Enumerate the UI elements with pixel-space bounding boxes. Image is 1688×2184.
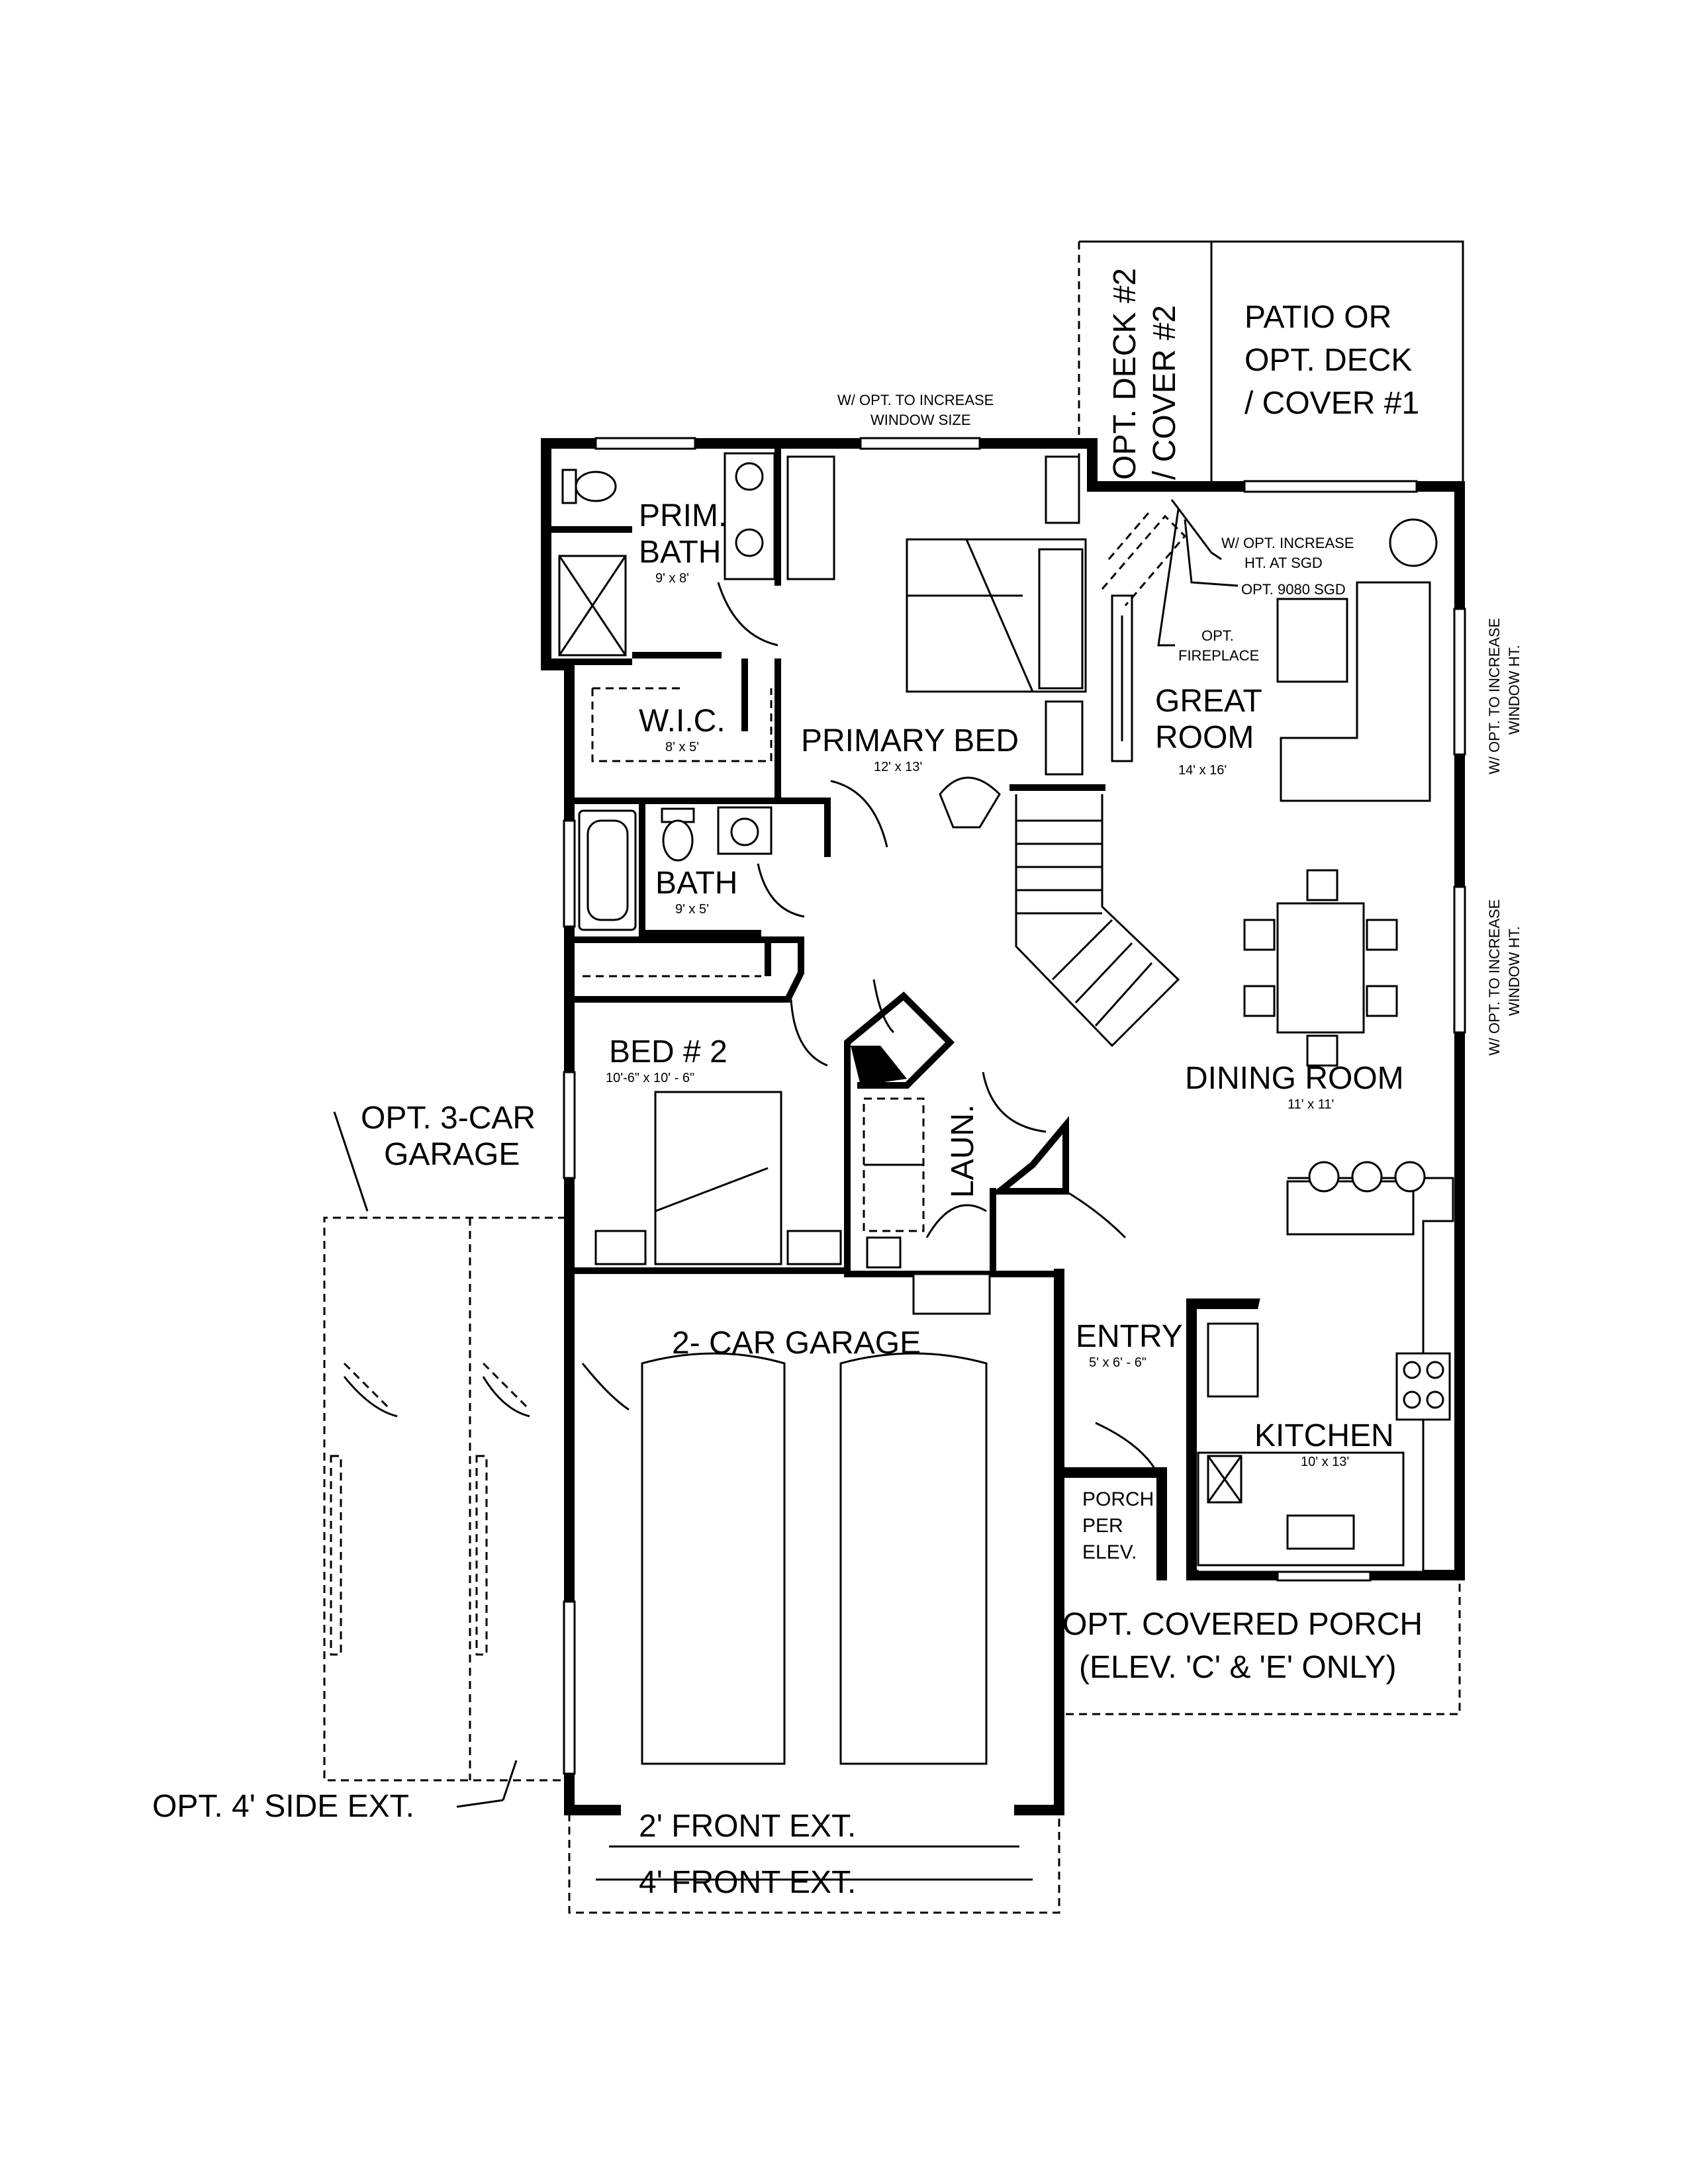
range-icon [1395,1352,1451,1421]
opt-deck2-label-1: OPT. DECK #2 [1107,268,1143,480]
sgd-height-note-1: W/ OPT. INCREASE [1221,535,1354,551]
sink-icon [735,528,764,557]
fireplace-icon [1101,512,1187,606]
front-ext-4-label: 4' FRONT EXT. [639,1865,856,1900]
leader-lines [333,499,1239,1808]
washer-dryer-icon [863,1097,925,1269]
garage-parking [641,1273,991,1765]
entry-label: ENTRY [1076,1319,1183,1354]
kitchen-size: 10' x 13' [1301,1455,1349,1469]
bathtub-icon [578,809,637,931]
fireplace-note-1: OPT. [1201,627,1234,644]
bed2-label: BED # 2 [609,1034,727,1069]
window-size-note-1: W/ OPT. TO INCREASE [837,392,994,408]
great-room-furniture [1111,518,1438,802]
front-ext-2-label: 2' FRONT EXT. [639,1809,856,1844]
wic-closet [591,659,773,762]
great-room-size: 14' x 16' [1178,763,1227,778]
wic-size: 8' x 5' [665,740,699,754]
garage-label: 2- CAR GARAGE [672,1326,921,1361]
bed2-furniture [594,1091,842,1265]
window-ht-note-2b: WINDOW HT. [1506,926,1523,1016]
opt-3car-label-1: OPT. 3-CAR [361,1101,536,1136]
covered-porch-label-2: (ELEV. 'C' & 'E' ONLY) [1079,1650,1396,1685]
bed2-size: 10'-6" x 10' - 6" [606,1071,694,1085]
window-ht-note-2a: W/ OPT. TO INCREASE [1486,899,1503,1056]
sink-icon [735,462,764,491]
window-ht-note-1b: WINDOW HT. [1506,645,1523,735]
laundry-wall-mass [851,1046,907,1085]
patio-label-3: / COVER #1 [1244,386,1419,421]
sgd-note: OPT. 9080 SGD [1241,581,1346,598]
dining-table [1243,869,1398,1067]
sgd-height-note-2: HT. AT SGD [1244,555,1323,571]
great-room-label-2: ROOM [1155,720,1254,755]
bath-label: BATH [655,866,737,901]
porch-label-3: ELEV. [1082,1541,1137,1563]
prim-bath-size: 9' x 8' [655,571,689,586]
kitchen-cabinets [1197,1161,1454,1573]
door-swing-icon [581,582,1156,1470]
fireplace-note-2: FIREPLACE [1178,647,1259,664]
porch-label-1: PORCH [1082,1488,1154,1510]
opt-deck2-label-2: / COVER #2 [1147,305,1182,480]
dining-room-label: DINING ROOM [1185,1061,1404,1096]
window-size-note-2: WINDOW SIZE [870,412,971,428]
window-ht-note-1a: W/ OPT. TO INCREASE [1486,618,1503,774]
opt-covered-porch [1058,1575,1461,1715]
prim-bath-fixtures [558,452,835,657]
stair-icon [1015,794,1180,1048]
dining-room-size: 11' x 11' [1288,1097,1334,1112]
side-ext-label: OPT. 4' SIDE EXT. [152,1789,414,1824]
opt-3-car-garage [323,1216,566,1782]
covered-porch-label-1: OPT. COVERED PORCH [1062,1607,1423,1642]
toilet-icon [561,469,617,504]
sink-icon [730,817,759,846]
entry-size: 5' x 6' - 6" [1089,1355,1147,1370]
wic-label: W.I.C. [639,704,726,739]
prim-bath-label-2: BATH [639,535,721,570]
primary-bed-furniture [906,455,1087,829]
porch-label-2: PER [1082,1515,1123,1537]
opt-deck-2-outline [1078,240,1213,486]
patio-label-1: PATIO OR [1244,300,1391,335]
primary-bed-size: 12' x 13' [874,760,922,774]
toilet-icon [661,807,695,862]
opt-3car-label-2: GARAGE [384,1137,520,1172]
prim-bath-label-1: PRIM. [639,498,727,533]
great-room-label-1: GREAT [1155,684,1262,719]
bath-fixtures [578,806,773,931]
front-extensions [568,1813,1060,1914]
patio-label-2: OPT. DECK [1244,343,1412,378]
laundry-label: LAUN. [945,1105,980,1198]
windows [563,437,1466,1775]
kitchen-label: KITCHEN [1254,1418,1394,1453]
primary-bed-label: PRIMARY BED [801,723,1019,758]
bath-size: 9' x 5' [675,902,709,917]
